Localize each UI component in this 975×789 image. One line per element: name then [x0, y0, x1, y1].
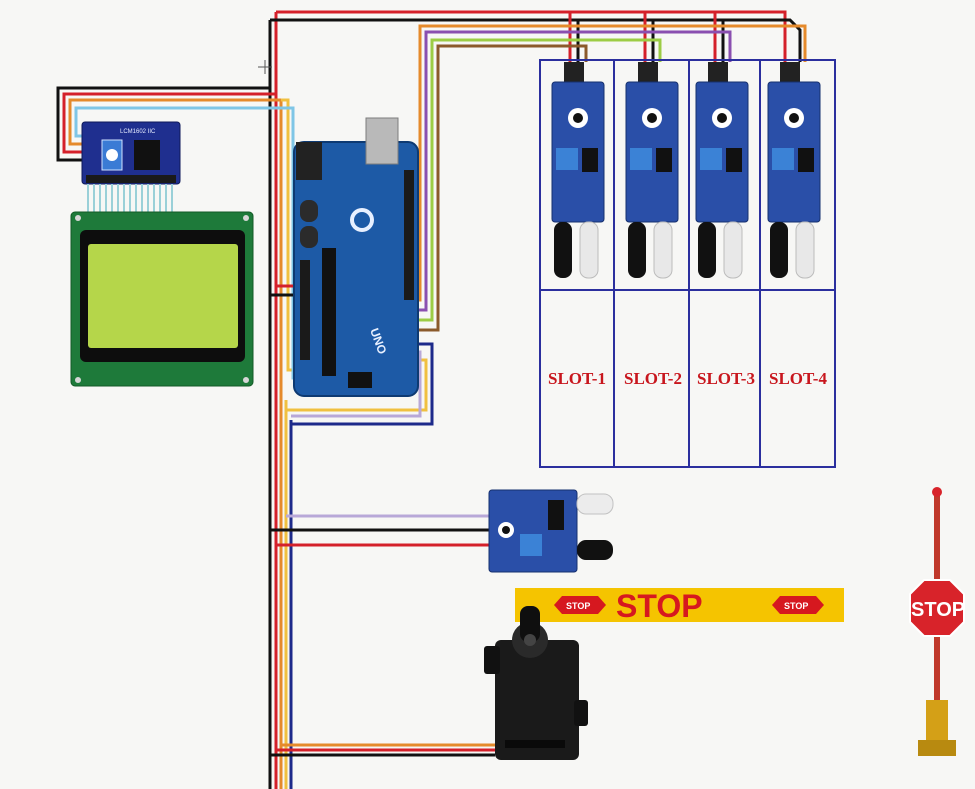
cursor-crosshair-icon: [258, 60, 272, 74]
wire-brown-signal: [414, 44, 588, 332]
wire-red-top: [276, 10, 787, 62]
stop-sign: STOP: [909, 487, 965, 756]
slot-3-label: SLOT-3: [697, 369, 755, 388]
barrier-badge-right-text: STOP: [784, 601, 808, 611]
ir-sensor-2: [625, 62, 679, 279]
arduino-uno: UNO: [293, 117, 419, 397]
wire-orange-lcd: [68, 98, 281, 146]
wire-green-signal: [414, 38, 662, 322]
slot-2-label: SLOT-2: [624, 369, 682, 388]
wire-purple-signal: [414, 30, 732, 312]
stop-sign-text: STOP: [911, 599, 965, 621]
parking-slot-grid: [539, 59, 836, 468]
wire-red-lcd: [62, 92, 276, 154]
slot-4-label: SLOT-4: [769, 369, 827, 388]
ir-sensor-4: [767, 62, 821, 279]
i2c-label: LCM1602 IIC: [120, 129, 156, 135]
lcd-pins: [87, 184, 173, 216]
barrier-main-text: STOP: [616, 588, 703, 624]
stop-barrier: STOP STOP STOP: [515, 588, 844, 624]
lcd-display: [70, 211, 254, 387]
ir-sensor-1: [551, 62, 605, 279]
wire-black-lcd: [56, 86, 270, 162]
barrier-badge-left: [554, 596, 606, 614]
wire-navy-low: [291, 342, 434, 426]
entry-ir-sensor: [488, 489, 614, 573]
barrier-badge-right: [772, 596, 824, 614]
i2c-module: LCM1602 IIC: [81, 121, 181, 185]
servo-motor: [484, 606, 588, 760]
barrier-badge-left-text: STOP: [566, 601, 590, 611]
stop-sign-octagon: [909, 579, 965, 637]
ir-sensor-3: [695, 62, 749, 279]
wire-lightblue-lcd: [74, 106, 286, 138]
slot-1-label: SLOT-1: [548, 369, 606, 388]
